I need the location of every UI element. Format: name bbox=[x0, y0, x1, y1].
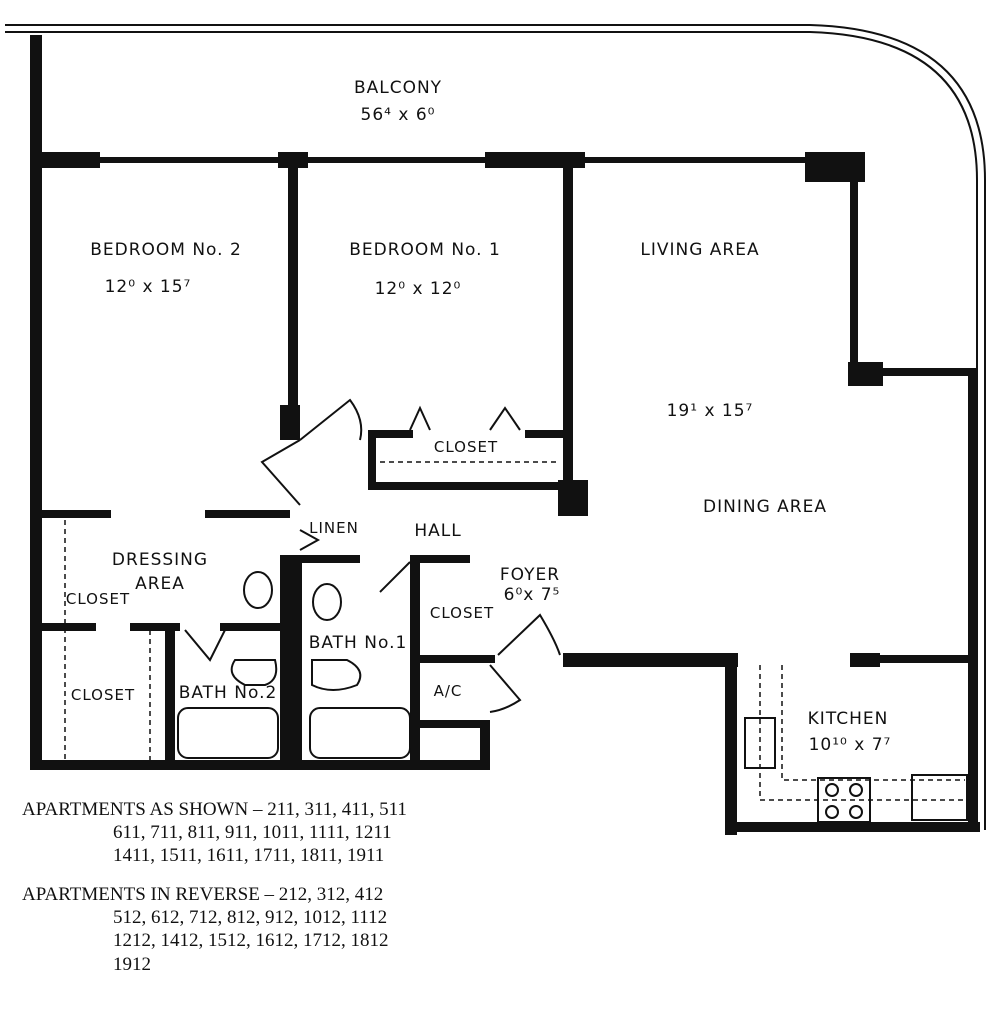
sink-1 bbox=[312, 583, 342, 621]
bedroom1-size: 12⁰ x 12⁰ bbox=[375, 279, 462, 299]
doors bbox=[184, 398, 561, 713]
walls bbox=[30, 35, 980, 835]
bath1-label: BATH No.1 bbox=[309, 633, 408, 653]
dining-label: DINING AREA bbox=[703, 497, 827, 517]
bathtub-1 bbox=[309, 707, 411, 759]
kitchen-size: 10¹⁰ x 7⁷ bbox=[809, 735, 892, 755]
closet-bed1-label: CLOSET bbox=[434, 438, 498, 456]
kitchen-label: KITCHEN bbox=[808, 709, 889, 729]
shown-line-2: 611, 711, 811, 911, 1011, 1111, 1211 bbox=[113, 822, 392, 843]
living-size: 19¹ x 15⁷ bbox=[667, 401, 754, 421]
bedroom2-size: 12⁰ x 15⁷ bbox=[105, 277, 192, 297]
linen-label: LINEN bbox=[309, 519, 359, 537]
toilet-1 bbox=[311, 659, 362, 691]
hall-label: HALL bbox=[414, 521, 461, 541]
foyer-size: 6⁰x 7⁵ bbox=[504, 585, 561, 605]
balcony-size: 56⁴ x 6⁰ bbox=[361, 105, 436, 125]
bedroom2-label: BEDROOM No. 2 bbox=[90, 240, 242, 260]
sink-2 bbox=[243, 571, 273, 609]
dressing-label: DRESSING bbox=[112, 550, 208, 570]
reverse-line-2: 512, 612, 712, 812, 912, 1012, 1112 bbox=[113, 907, 387, 928]
closet-foyer-label: CLOSET bbox=[430, 604, 494, 622]
dressing-label-2: AREA bbox=[135, 574, 185, 594]
toilet-2 bbox=[230, 659, 278, 686]
reverse-line-4: 1912 bbox=[113, 954, 151, 975]
bathtub-2 bbox=[177, 707, 279, 759]
refrigerator bbox=[911, 774, 968, 821]
foyer-label: FOYER bbox=[500, 565, 560, 585]
room-labels: BALCONY 56⁴ x 6⁰ BEDROOM No. 2 12⁰ x 15⁷… bbox=[66, 78, 892, 755]
apartment-notes: APARTMENTS AS SHOWN – 211, 311, 411, 511… bbox=[22, 799, 407, 975]
closet-dressing-label: CLOSET bbox=[66, 590, 130, 608]
bedroom1-label: BEDROOM No. 1 bbox=[349, 240, 501, 260]
reverse-line-1: APARTMENTS IN REVERSE – 212, 312, 412 bbox=[22, 884, 383, 905]
living-label: LIVING AREA bbox=[640, 240, 759, 260]
balcony-outline bbox=[5, 24, 986, 830]
closet-lower-label: CLOSET bbox=[71, 686, 135, 704]
fixtures bbox=[64, 461, 970, 823]
shown-line-3: 1411, 1511, 1611, 1711, 1811, 1911 bbox=[113, 845, 384, 866]
shown-line-1: APARTMENTS AS SHOWN – 211, 311, 411, 511 bbox=[22, 799, 407, 820]
bath2-label: BATH No.2 bbox=[179, 683, 278, 703]
reverse-line-3: 1212, 1412, 1512, 1612, 1712, 1812 bbox=[113, 930, 389, 951]
balcony-label: BALCONY bbox=[354, 78, 442, 98]
ac-label: A/C bbox=[434, 682, 463, 700]
kitchen-sink bbox=[744, 717, 776, 769]
